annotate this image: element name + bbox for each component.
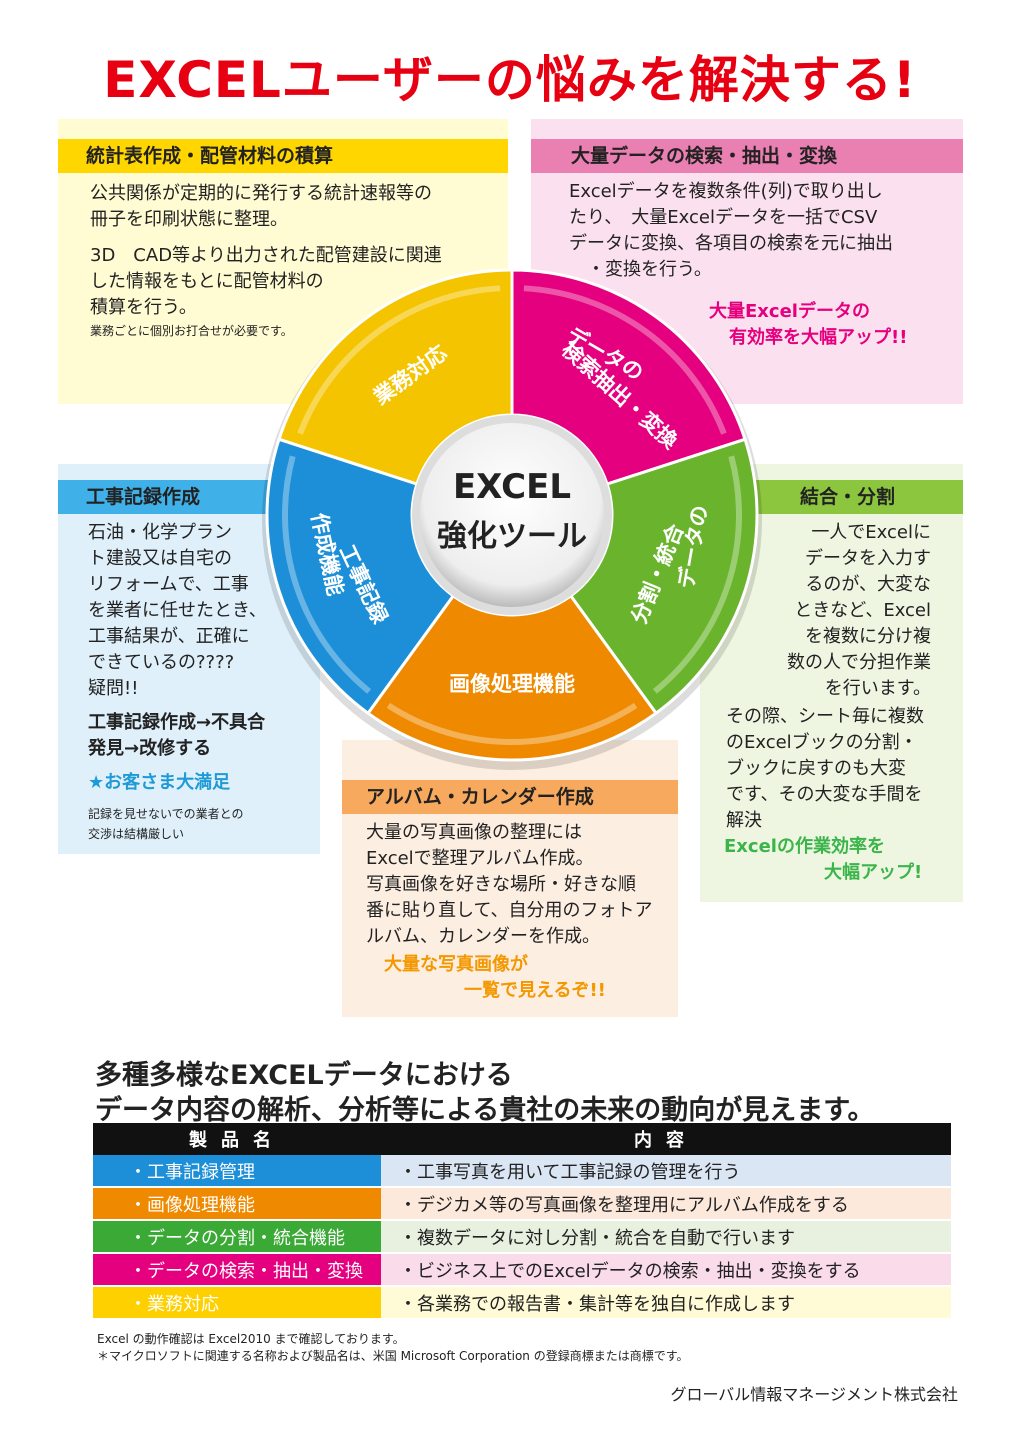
summary-heading-line2: データ内容の解析、分析等による貴社の未来の動向が見えます。: [95, 1095, 875, 1126]
product-name-cell: ・業務対応: [93, 1286, 381, 1320]
text-line: ・変換を行う。: [569, 259, 712, 280]
product-desc-cell: ・各業務での報告書・集計等を独自に作成します: [381, 1286, 951, 1320]
text-line: 解決: [726, 810, 762, 831]
panel-note: 業務ごとに個別お打合せが必要です。: [90, 324, 293, 338]
wheel-segment-highlight: [386, 702, 638, 745]
product-desc-cell: ・ビジネス上でのExcelデータの検索・抽出・変換をする: [381, 1253, 951, 1287]
text-line: Excelで整理アルバム作成。: [366, 848, 594, 869]
panel-highlight: Excelの作業効率を 大幅アップ!: [724, 834, 922, 886]
wheel-segment-highlight: [297, 285, 501, 435]
panel-body: 公共関係が定期的に発行する統計速報等の 冊子を印刷状態に整理。 3D CAD等よ…: [90, 181, 442, 341]
text-line: 写真画像を好きな場所・好きな順: [366, 874, 636, 895]
panel-album: アルバム・カレンダー作成 大量の写真画像の整理には Excelで整理アルバム作成…: [342, 740, 678, 1017]
text-line: 冊子を印刷状態に整理。: [90, 209, 288, 230]
panel-highlight: 大量Excelデータの 有効率を大幅アップ!!: [709, 299, 907, 351]
panel-statistics: 統計表作成・配管材料の積算 公共関係が定期的に発行する統計速報等の 冊子を印刷状…: [58, 119, 508, 404]
text-line: です、その大変な手間を: [726, 784, 923, 805]
text-line: 大量Excelデータの: [709, 301, 870, 322]
wheel-segment-highlight: [523, 285, 727, 435]
text-line: たり、 大量Excelデータを一括でCSV: [569, 207, 878, 228]
text-line: Excelの作業効率を: [724, 836, 885, 857]
text-line: ルバム、カレンダーを作成。: [366, 926, 600, 947]
company-name: グローバル情報マネージメント株式会社: [670, 1385, 958, 1404]
table-row: ・画像処理機能・デジカメ等の写真画像を整理用にアルバム作成をする: [93, 1187, 951, 1221]
text-line: 積算を行う。: [90, 297, 197, 318]
text-line: 番に貼り直して、自分用のフォトア: [366, 900, 653, 921]
table-row: ・工事記録管理・工事写真を用いて工事記録の管理を行う: [93, 1155, 951, 1188]
product-name-cell: ・データの検索・抽出・変換: [93, 1253, 381, 1287]
panel-body-2: その際、シート毎に複数 のExcelブックの分割・ ブックに戻すのも大変 です、…: [726, 704, 924, 834]
text-line: ときなど、Excel: [794, 600, 931, 621]
text-line: 石油・化学プラン: [88, 522, 232, 543]
text-line: 一覧で見えるぞ!!: [464, 980, 606, 1001]
hub-center: [420, 423, 604, 607]
text-line: データを入力す: [805, 548, 931, 569]
product-desc-cell: ・デジカメ等の写真画像を整理用にアルバム作成をする: [381, 1187, 951, 1221]
panel-highlight: ★お客さま大満足: [88, 772, 231, 793]
text-line: 大量な写真画像が: [384, 954, 528, 975]
text-line: できているの????: [88, 652, 235, 673]
panel-body: 一人でExcelに データを入力す るのが、大変な ときなど、Excel を複数…: [787, 520, 931, 702]
text-line: 3D CAD等より出力された配管建設に関連: [90, 245, 442, 266]
footnote: ＊マイクロソフトに関連する名称および製品名は、米国 Microsoft Corp…: [97, 1349, 689, 1363]
text-line: 一人でExcelに: [811, 522, 931, 543]
panel-body: Excelデータを複数条件(列)で取り出し たり、 大量Excelデータを一括で…: [569, 179, 893, 283]
product-desc-cell: ・複数データに対し分割・統合を自動で行います: [381, 1220, 951, 1254]
panel-note: 記録を見せないでの業者との: [88, 807, 244, 821]
hub-label-line1: EXCEL: [452, 467, 572, 507]
column-header-content: 内容: [381, 1123, 951, 1155]
footnote: Excel の動作確認は Excel2010 まで確認しております。: [97, 1332, 405, 1346]
summary-heading-line1: 多種多様なEXCELデータにおける: [95, 1060, 513, 1091]
text-line: 有効率を大幅アップ!!: [729, 327, 908, 348]
column-header-product: 製品名: [93, 1123, 381, 1155]
panel-highlight: 大量な写真画像が 一覧で見えるぞ!!: [384, 952, 606, 1004]
text-line: 発見→改修する: [88, 738, 212, 759]
product-name-cell: ・データの分割・統合機能: [93, 1220, 381, 1254]
text-line: るのが、大変な: [805, 574, 931, 595]
wheel-segment-highlight: [652, 455, 742, 694]
text-line: データに変換、各項目の検索を元に抽出: [569, 233, 893, 254]
table-header-row: 製品名 内容: [93, 1123, 951, 1155]
panel-heading: アルバム・カレンダー作成: [342, 780, 678, 814]
table-row: ・データの検索・抽出・変換・ビジネス上でのExcelデータの検索・抽出・変換をす…: [93, 1253, 951, 1287]
wheel-segment-label: 画像処理機能: [449, 672, 575, 696]
product-table: 製品名 内容 ・工事記録管理・工事写真を用いて工事記録の管理を行う・画像処理機能…: [93, 1123, 951, 1320]
text-line: ブックに戻すのも大変: [726, 758, 906, 779]
wheel-graphic: 業務対応データの検索抽出・変換データの分割・統合画像処理機能工事記録作成機能: [262, 268, 762, 770]
text-line: を業者に任せたとき、: [88, 600, 267, 621]
product-name-cell: ・画像処理機能: [93, 1187, 381, 1221]
text-line: 大幅アップ!: [824, 862, 923, 883]
text-line: 工事結果が、正確に: [88, 626, 250, 647]
table-row: ・データの分割・統合機能・複数データに対し分割・統合を自動で行います: [93, 1220, 951, 1254]
wheel-segment-highlight: [282, 455, 372, 694]
product-desc-cell: ・工事写真を用いて工事記録の管理を行う: [381, 1155, 951, 1188]
text-line: 数の人で分担作業: [787, 652, 931, 673]
text-line: リフォームで、工事: [88, 574, 249, 595]
text-line: を複数に分け複: [805, 626, 931, 647]
panel-search: 大量データの検索・抽出・変換 Excelデータを複数条件(列)で取り出し たり、…: [531, 119, 963, 404]
text-line: 公共関係が定期的に発行する統計速報等の: [90, 183, 432, 204]
text-line: のExcelブックの分割・: [726, 732, 918, 753]
hub-label-line2: 強化ツール: [437, 519, 587, 554]
panel-body: 大量の写真画像の整理には Excelで整理アルバム作成。 写真画像を好きな場所・…: [366, 820, 653, 950]
panel-heading: 統計表作成・配管材料の積算: [58, 139, 508, 173]
text-line: した情報をもとに配管材料の: [90, 271, 324, 292]
panel-body: 石油・化学プラン ト建設又は自宅の リフォームで、工事 を業者に任せたとき、 工…: [88, 520, 267, 844]
text-line: その際、シート毎に複数: [726, 706, 924, 727]
text-line: ト建設又は自宅の: [88, 548, 232, 569]
text-line: Excelデータを複数条件(列)で取り出し: [569, 181, 883, 202]
table-row: ・業務対応・各業務での報告書・集計等を独自に作成します: [93, 1286, 951, 1320]
text-line: 大量の写真画像の整理には: [366, 822, 582, 843]
excel-tool-wheel: 業務対応データの検索抽出・変換データの分割・統合画像処理機能工事記録作成機能 E…: [252, 265, 772, 785]
panel-heading: 大量データの検索・抽出・変換: [531, 139, 963, 173]
product-name-cell: ・工事記録管理: [93, 1155, 381, 1188]
text-line: 疑問!!: [88, 678, 139, 699]
text-line: 工事記録作成→不具合: [88, 712, 266, 733]
page-title: EXCELユーザーの悩みを解決する!: [103, 51, 917, 109]
text-line: を行います。: [824, 678, 931, 699]
panel-note: 交渉は結構厳しい: [88, 827, 185, 841]
